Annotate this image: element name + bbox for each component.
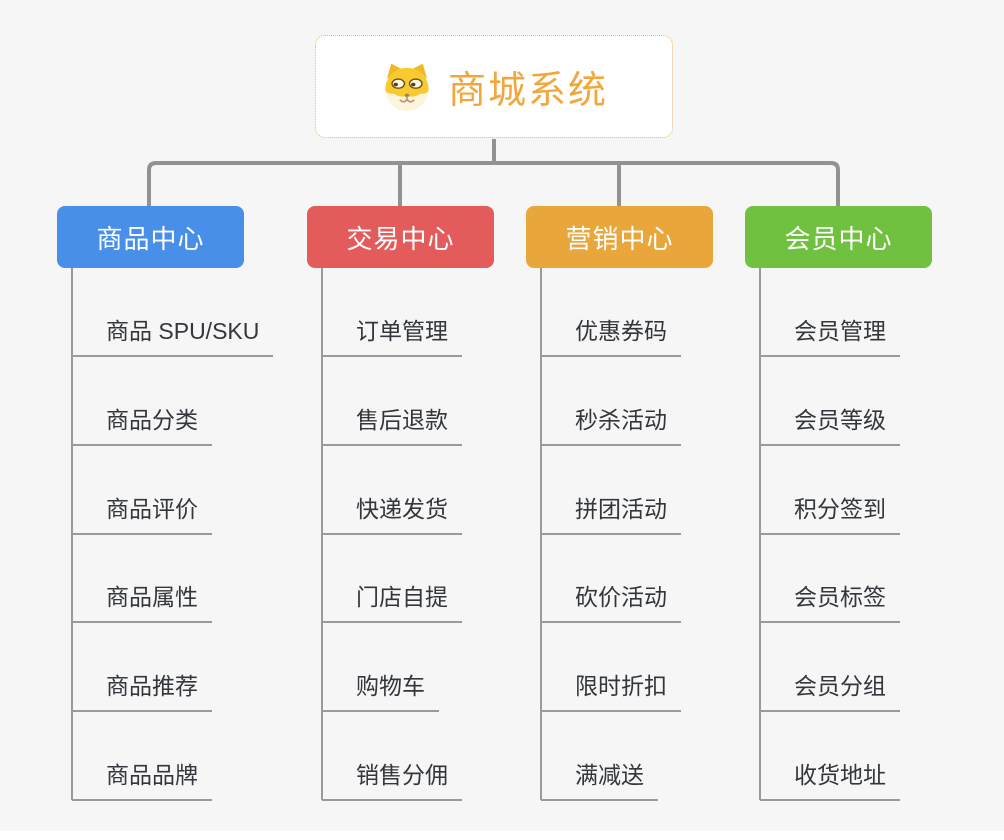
branch-item[interactable]: 积分签到 xyxy=(760,496,900,535)
branch-item[interactable]: 会员标签 xyxy=(760,584,900,623)
branch-item[interactable]: 限时折扣 xyxy=(541,673,681,712)
branch-item[interactable]: 收货地址 xyxy=(760,762,900,801)
branch-item[interactable]: 快递发货 xyxy=(322,496,462,535)
root-title: 商城系统 xyxy=(447,70,608,112)
branch-item[interactable]: 商品推荐 xyxy=(72,673,212,712)
branch-item[interactable]: 订单管理 xyxy=(322,318,462,357)
branch-item[interactable]: 商品分类 xyxy=(72,407,212,446)
branch-item[interactable]: 商品评价 xyxy=(72,496,212,535)
branch-header-member[interactable]: 会员中心 xyxy=(745,206,932,268)
branch-item[interactable]: 商品品牌 xyxy=(72,762,212,801)
branch-item[interactable]: 砍价活动 xyxy=(541,584,681,623)
bottom-strip xyxy=(0,831,1004,840)
branch-item[interactable]: 销售分佣 xyxy=(322,762,462,801)
branch-header-marketing[interactable]: 营销中心 xyxy=(526,206,713,268)
branch-item[interactable]: 商品 SPU/SKU xyxy=(72,318,274,357)
branch-item[interactable]: 门店自提 xyxy=(322,584,462,623)
branch-item[interactable]: 购物车 xyxy=(322,673,439,712)
branch-item[interactable]: 满减送 xyxy=(541,762,658,801)
branch-item[interactable]: 售后退款 xyxy=(322,407,462,446)
branch-item[interactable]: 优惠券码 xyxy=(541,318,681,357)
branch-header-product[interactable]: 商品中心 xyxy=(57,206,244,268)
branch-item[interactable]: 会员分组 xyxy=(760,673,900,712)
branch-item[interactable]: 会员管理 xyxy=(760,318,900,357)
branch-item[interactable]: 秒杀活动 xyxy=(541,407,681,446)
branch-item[interactable]: 商品属性 xyxy=(72,584,212,623)
dog-face-icon xyxy=(385,63,429,111)
branch-item[interactable]: 会员等级 xyxy=(760,407,900,446)
branch-header-trade[interactable]: 交易中心 xyxy=(307,206,494,268)
root-node[interactable]: 商城系统 xyxy=(315,35,673,138)
branch-item[interactable]: 拼团活动 xyxy=(541,496,681,535)
